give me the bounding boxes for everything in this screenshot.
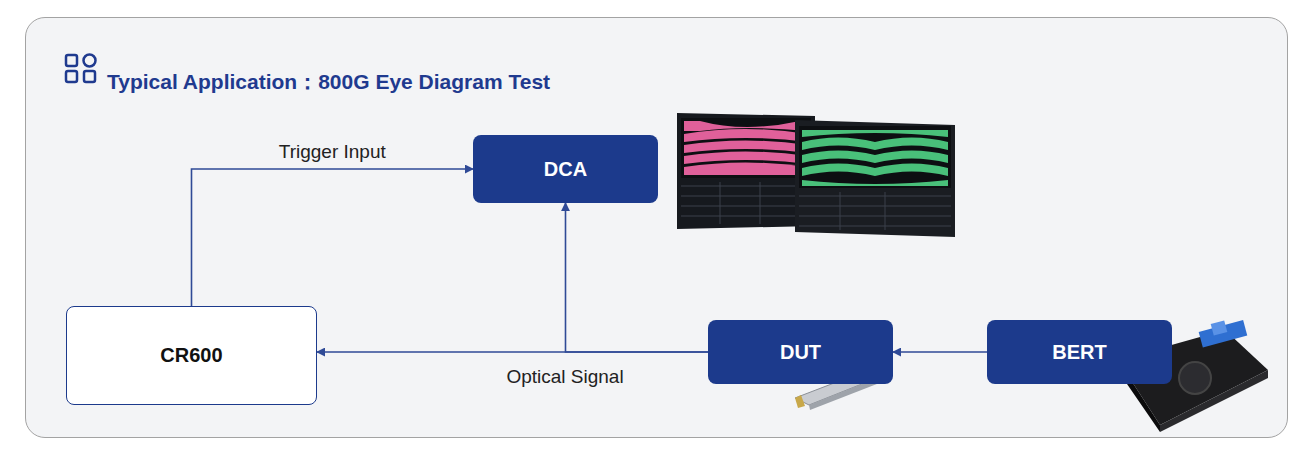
process-box: DUT bbox=[708, 320, 893, 384]
box-label: CR600 bbox=[160, 344, 222, 367]
signal-connector bbox=[566, 203, 709, 352]
process-box: CR600 bbox=[66, 306, 317, 405]
process-box: BERT bbox=[987, 320, 1172, 384]
box-label: DUT bbox=[780, 341, 821, 364]
signal-connector bbox=[893, 351, 987, 353]
box-label: BERT bbox=[1052, 341, 1106, 364]
eye-diagram-screenshot bbox=[677, 113, 955, 237]
app-icon bbox=[66, 55, 96, 83]
signal-connector bbox=[192, 169, 474, 306]
connector-label: Optical Signal bbox=[506, 366, 623, 388]
diagram-title: Typical Application：800G Eye Diagram Tes… bbox=[107, 68, 550, 96]
connector-label: Trigger Input bbox=[279, 141, 386, 163]
process-box: DCA bbox=[473, 135, 658, 203]
box-label: DCA bbox=[544, 158, 587, 181]
